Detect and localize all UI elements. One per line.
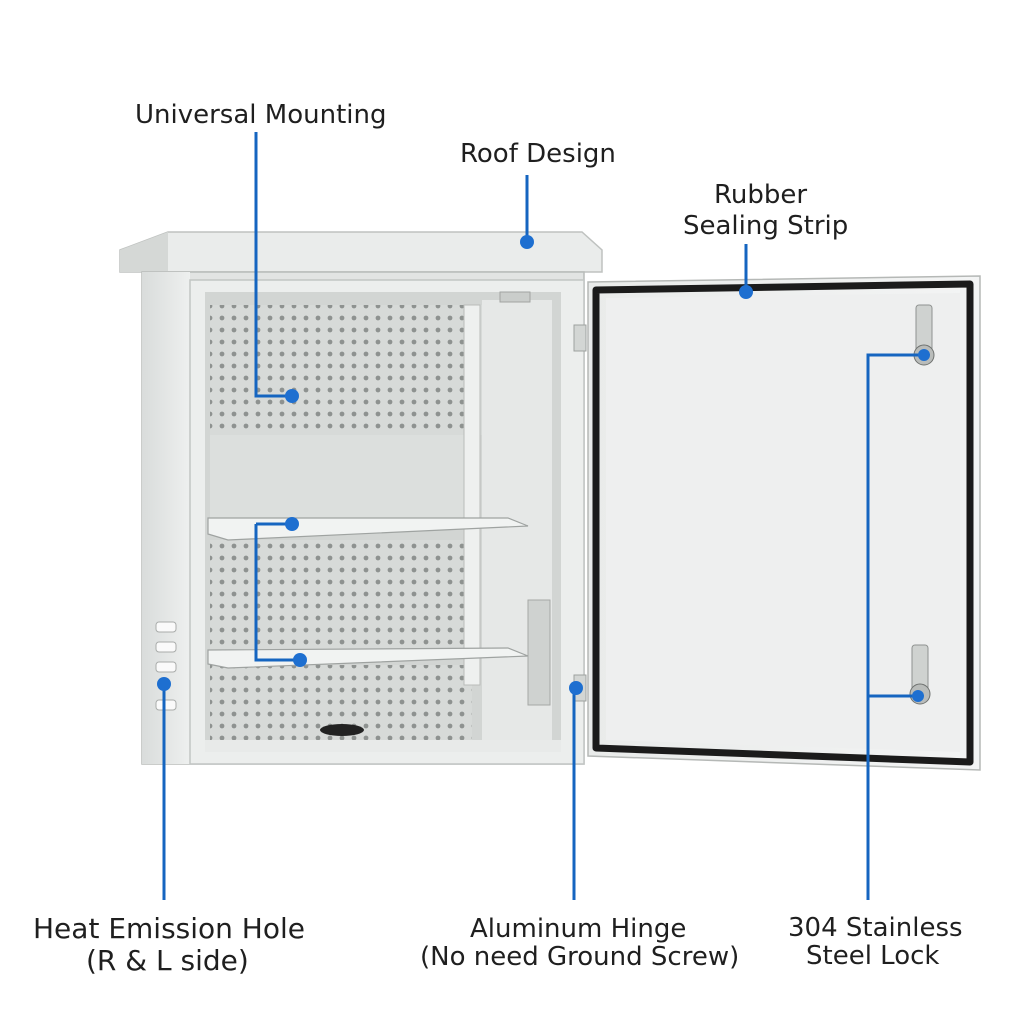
dot-hinge xyxy=(569,681,583,695)
callout-dots xyxy=(157,235,930,702)
rubber-sealing-strip xyxy=(592,280,974,766)
leader-lock xyxy=(866,353,924,900)
enclosure-door xyxy=(587,275,981,771)
roof xyxy=(119,231,603,273)
shelf-lower xyxy=(207,647,529,669)
label-rubber-sealing-line2: Sealing Strip xyxy=(683,211,849,241)
dot-heat-emission xyxy=(157,677,171,691)
label-rubber-sealing-line1: Rubber xyxy=(714,180,808,210)
lock-upper xyxy=(913,304,935,366)
label-universal-mounting: Universal Mounting xyxy=(135,100,387,130)
label-heat-emission-line1: Heat Emission Hole xyxy=(33,912,305,945)
label-lock-line1: 304 Stainless xyxy=(788,913,963,943)
label-lock-line2: Steel Lock xyxy=(806,941,940,971)
label-heat-emission-line2: (R & L side) xyxy=(86,944,249,977)
dot-shelf-lower xyxy=(293,653,307,667)
dot-roof xyxy=(520,235,534,249)
callout-leaders xyxy=(162,132,924,900)
dot-lock-lower xyxy=(912,690,924,702)
hinge-upper xyxy=(573,324,587,352)
dot-shelf-upper xyxy=(285,517,299,531)
dot-mounting-plate xyxy=(285,389,299,403)
mounting-plate-top xyxy=(210,305,482,435)
leader-universal-mounting-shelf2 xyxy=(254,524,300,662)
heat-emission-vents xyxy=(155,621,177,711)
enclosure-body xyxy=(141,271,587,765)
label-hinge-line2: (No need Ground Screw) xyxy=(420,942,740,972)
label-roof-design: Roof Design xyxy=(460,139,616,169)
label-hinge-line1: Aluminum Hinge xyxy=(470,914,687,944)
mounting-plate-middle xyxy=(210,540,472,650)
dot-lock-upper xyxy=(918,349,930,361)
leader-universal-mounting xyxy=(254,132,292,398)
dot-rubber-sealing xyxy=(739,285,753,299)
